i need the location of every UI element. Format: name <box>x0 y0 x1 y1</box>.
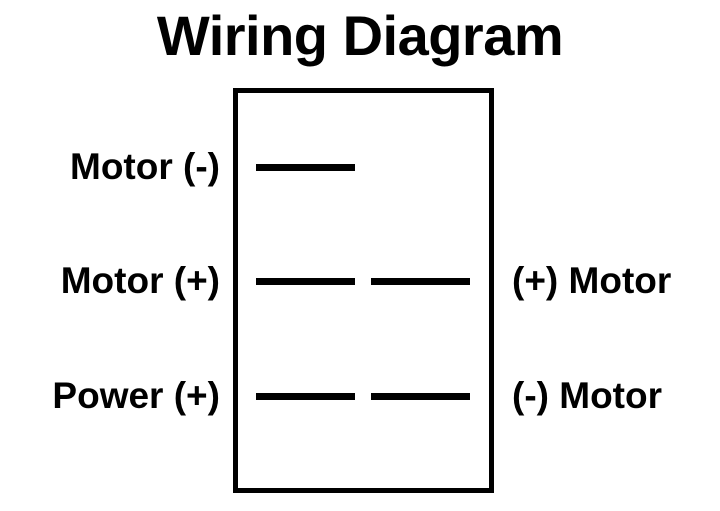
terminal-row: Motor (-) <box>0 145 720 189</box>
terminal-row: Motor (+) (+) Motor <box>0 259 720 303</box>
terminal-row: Power (+) (-) Motor <box>0 374 720 418</box>
terminal-contact-left-1 <box>256 164 355 171</box>
terminal-contact-left-3 <box>256 393 355 400</box>
terminal-label-right-2: (+) Motor <box>512 260 672 301</box>
rocker-switch-outline <box>233 88 494 493</box>
terminal-contact-left-2 <box>256 278 355 285</box>
page-title: Wiring Diagram <box>156 4 564 67</box>
terminal-label-left-1: Motor (-) <box>70 146 220 187</box>
terminal-label-left-3: Power (+) <box>52 375 220 416</box>
terminal-label-right-3: (-) Motor <box>512 375 662 416</box>
terminal-label-left-2: Motor (+) <box>60 260 220 301</box>
terminal-contact-right-3 <box>371 393 470 400</box>
terminal-contact-right-2 <box>371 278 470 285</box>
